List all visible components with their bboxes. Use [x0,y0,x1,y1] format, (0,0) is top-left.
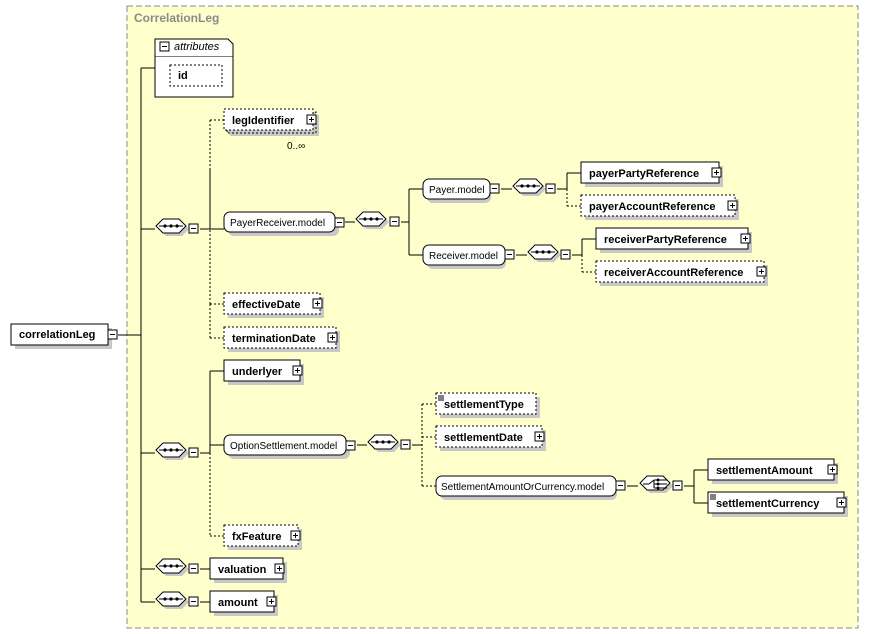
element-receiverPartyReference[interactable]: receiverPartyReference [595,227,752,253]
sequence-compositor[interactable] [355,211,400,229]
group-settlementAmountOrCurrencyModel[interactable]: SettlementAmountOrCurrency.model [435,475,626,500]
sequence-compositor[interactable] [512,178,556,196]
valuation-label: valuation [218,564,267,576]
choice-icon [643,479,667,489]
receiverModel-label: Receiver.model [429,251,498,262]
receiverPartyReference-label: receiverPartyReference [604,234,727,246]
sequence-compositor[interactable] [367,434,411,452]
payerModel-label: Payer.model [429,185,485,196]
choice-compositor[interactable] [639,475,683,493]
settlementCurrency-label: settlementCurrency [716,498,820,510]
element-valuation[interactable]: valuation [209,557,287,583]
element-settlementAmount[interactable]: settlementAmount [707,458,838,484]
element-legIdentifier[interactable]: legIdentifier 0..∞ [223,108,319,152]
element-terminationDate[interactable]: terminationDate [223,326,340,352]
sequence-compositor[interactable] [155,442,199,460]
sequence-compositor[interactable] [155,218,199,236]
root-element[interactable]: correlationLeg [10,323,118,349]
group-title: CorrelationLeg [134,11,219,25]
optionSettlementModel-label: OptionSettlement.model [230,441,337,452]
group-payerModel[interactable]: Payer.model [422,178,500,203]
legIdentifier-occurs: 0..∞ [287,141,305,152]
element-payerAccountReference[interactable]: payerAccountReference [580,194,739,220]
simple-type-icon [438,395,444,401]
group-optionSettlementModel[interactable]: OptionSettlement.model [223,434,356,459]
element-settlementCurrency[interactable]: settlementCurrency [707,491,848,517]
sequence-compositor[interactable] [527,244,571,262]
attributes-label: attributes [174,41,220,53]
settlementDate-label: settlementDate [444,432,523,444]
attribute-id-label: id [178,70,188,82]
group-receiverModel[interactable]: Receiver.model [422,244,515,269]
element-amount[interactable]: amount [209,590,278,616]
legIdentifier-label: legIdentifier [232,115,295,127]
group-payerReceiverModel[interactable]: PayerReceiver.model [223,211,345,236]
underlyer-label: underlyer [232,366,283,378]
root-label: correlationLeg [19,329,95,341]
sequence-compositor[interactable] [155,558,199,576]
payerReceiverModel-label: PayerReceiver.model [230,218,325,229]
connectors [118,67,708,603]
element-effectiveDate[interactable]: effectiveDate [223,292,324,318]
sequence-compositor[interactable] [155,591,199,609]
simple-type-icon [710,494,716,500]
settlementType-label: settlementType [444,399,524,411]
payerAccountReference-label: payerAccountReference [589,201,716,213]
amount-label: amount [218,597,258,609]
element-underlyer[interactable]: underlyer [223,359,304,385]
settlementAmountOrCurrencyModel-label: SettlementAmountOrCurrency.model [441,482,604,493]
element-settlementDate[interactable]: settlementDate [435,425,546,451]
element-settlementType[interactable]: settlementType [435,392,540,418]
attributes-box: attributes id [154,38,234,98]
fxFeature-label: fxFeature [232,531,282,543]
attribute-id-box[interactable] [169,64,223,87]
terminationDate-label: terminationDate [232,333,316,345]
element-fxFeature[interactable]: fxFeature [223,524,302,550]
element-receiverAccountReference[interactable]: receiverAccountReference [595,260,768,286]
payerPartyReference-label: payerPartyReference [589,168,699,180]
receiverAccountReference-label: receiverAccountReference [604,267,743,279]
settlementAmount-label: settlementAmount [716,465,813,477]
effectiveDate-label: effectiveDate [232,299,300,311]
element-payerPartyReference[interactable]: payerPartyReference [580,161,723,187]
